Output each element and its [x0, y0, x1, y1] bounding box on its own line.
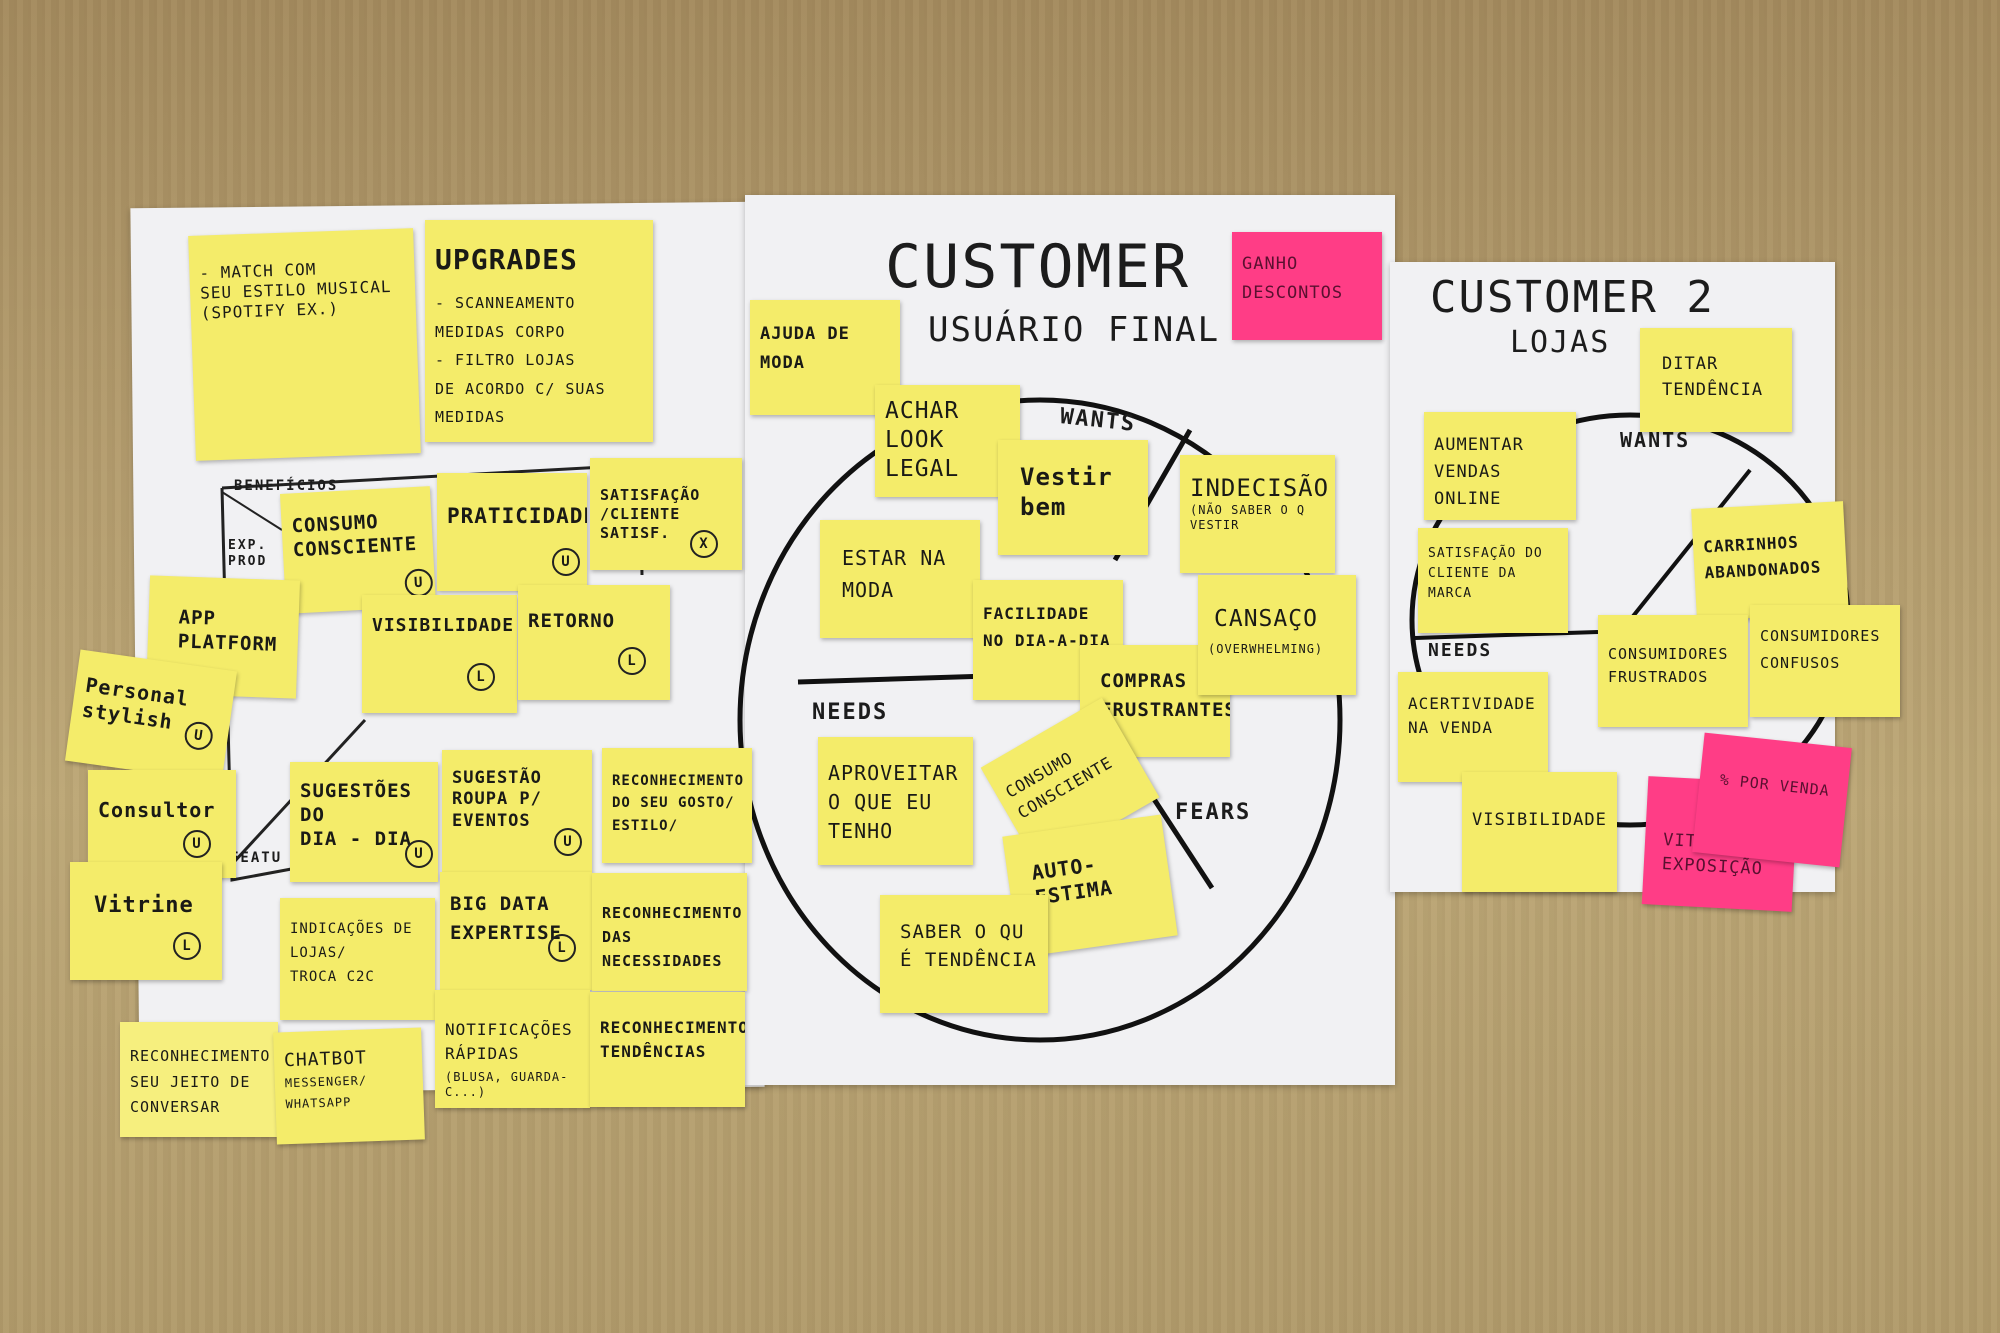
customer-2-subtitle: LOJAS: [1510, 325, 1611, 360]
sticky-note-reconhecimento-necessidades: RECONHECIMENTO DAS NECESSIDADES: [592, 873, 747, 991]
sticky-note-vestir-bem: Vestir bem: [998, 440, 1148, 555]
sticky-note-reconhecimento-tendencias: RECONHECIMENTO TENDÊNCIAS: [590, 992, 745, 1107]
label-exp-prod: EXP. PROD: [228, 538, 268, 569]
sticky-note-aumentar-vendas: AUMENTAR VENDAS ONLINE: [1424, 412, 1576, 520]
sticky-note-carrinhos-abandonados: CARRINHOS ABANDONADOS: [1691, 501, 1849, 621]
sticky-note-reconhecimento-jeito: RECONHECIMENTO SEU JEITO DE CONVERSAR: [120, 1022, 278, 1137]
sticky-note-cansaco: CANSAÇO(OVERWHELMING): [1198, 575, 1356, 695]
sticky-note-consumidores-confusos: CONSUMIDORES CONFUSOS: [1750, 605, 1900, 717]
sticky-note-saber-tendencia: SABER O QU É TENDÊNCIA: [880, 895, 1048, 1013]
label-needs-2: NEEDS: [1428, 640, 1493, 661]
sticky-note-indecisao: INDECISÃO(NÃO SABER O Q VESTIR: [1180, 455, 1335, 573]
sticky-note-indicacoes-de-lojas: INDICAÇÕES DE LOJAS/ TROCA C2C: [280, 898, 435, 1020]
label-fears: FEARS: [1175, 800, 1252, 825]
customer-1-subtitle: USUÁRIO FINAL: [928, 310, 1221, 350]
sticky-note-aproveitar: APROVEITAR O QUE EU TENHO: [818, 737, 973, 865]
sticky-note-facilidade: FACILIDADE NO DIA-A-DIA: [973, 580, 1123, 700]
label-beneficios: BENEFÍCIOS: [234, 478, 339, 494]
sticky-note-match: - MATCH COM SEU ESTILO MUSICAL (SPOTIFY …: [188, 228, 421, 461]
sticky-note-visibilidade-2: VISIBILIDADE: [1462, 772, 1617, 892]
sticky-note-estar-na-moda: ESTAR NA MODA: [820, 520, 980, 638]
sticky-note-ganho-descontos: GANHO DESCONTOS: [1232, 232, 1382, 340]
sticky-note-reconhecimento-gosto: RECONHECIMENTO DO SEU GOSTO/ ESTILO/: [602, 748, 752, 863]
sticky-note-achar-look-legal: ACHAR LOOK LEGAL: [875, 385, 1020, 497]
sticky-note-consumidores-frustrados: CONSUMIDORES FRUSTRADOS: [1598, 615, 1748, 727]
sticky-note-upgrades: UPGRADES - SCANNEAMENTO MEDIDAS CORPO - …: [425, 220, 653, 442]
customer-1-title: CUSTOMER 1: [885, 232, 1267, 302]
sticky-note-ditar-tendencia: DITAR TENDÊNCIA: [1640, 328, 1792, 432]
label-wants-2: WANTS: [1620, 428, 1691, 452]
label-needs: NEEDS: [812, 700, 889, 725]
customer-2-title: CUSTOMER 2: [1430, 272, 1715, 323]
sticky-note-por-venda: % POR VENDA: [1692, 732, 1852, 868]
label-features: FEATU: [230, 850, 283, 866]
sticky-note-acertividade: ACERTIVIDADE NA VENDA: [1398, 672, 1548, 782]
sticky-note-satisfacao-cliente-marca: SATISFAÇÃO DO CLIENTE DA MARCA: [1418, 528, 1568, 633]
sticky-note-notificacoes-rapidas: NOTIFICAÇÕES RÁPIDAS(BLUSA, GUARDA-C...): [435, 990, 590, 1108]
sticky-note-satisfacao: SATISFAÇÃO /CLIENTE SATISF.X: [590, 458, 742, 570]
